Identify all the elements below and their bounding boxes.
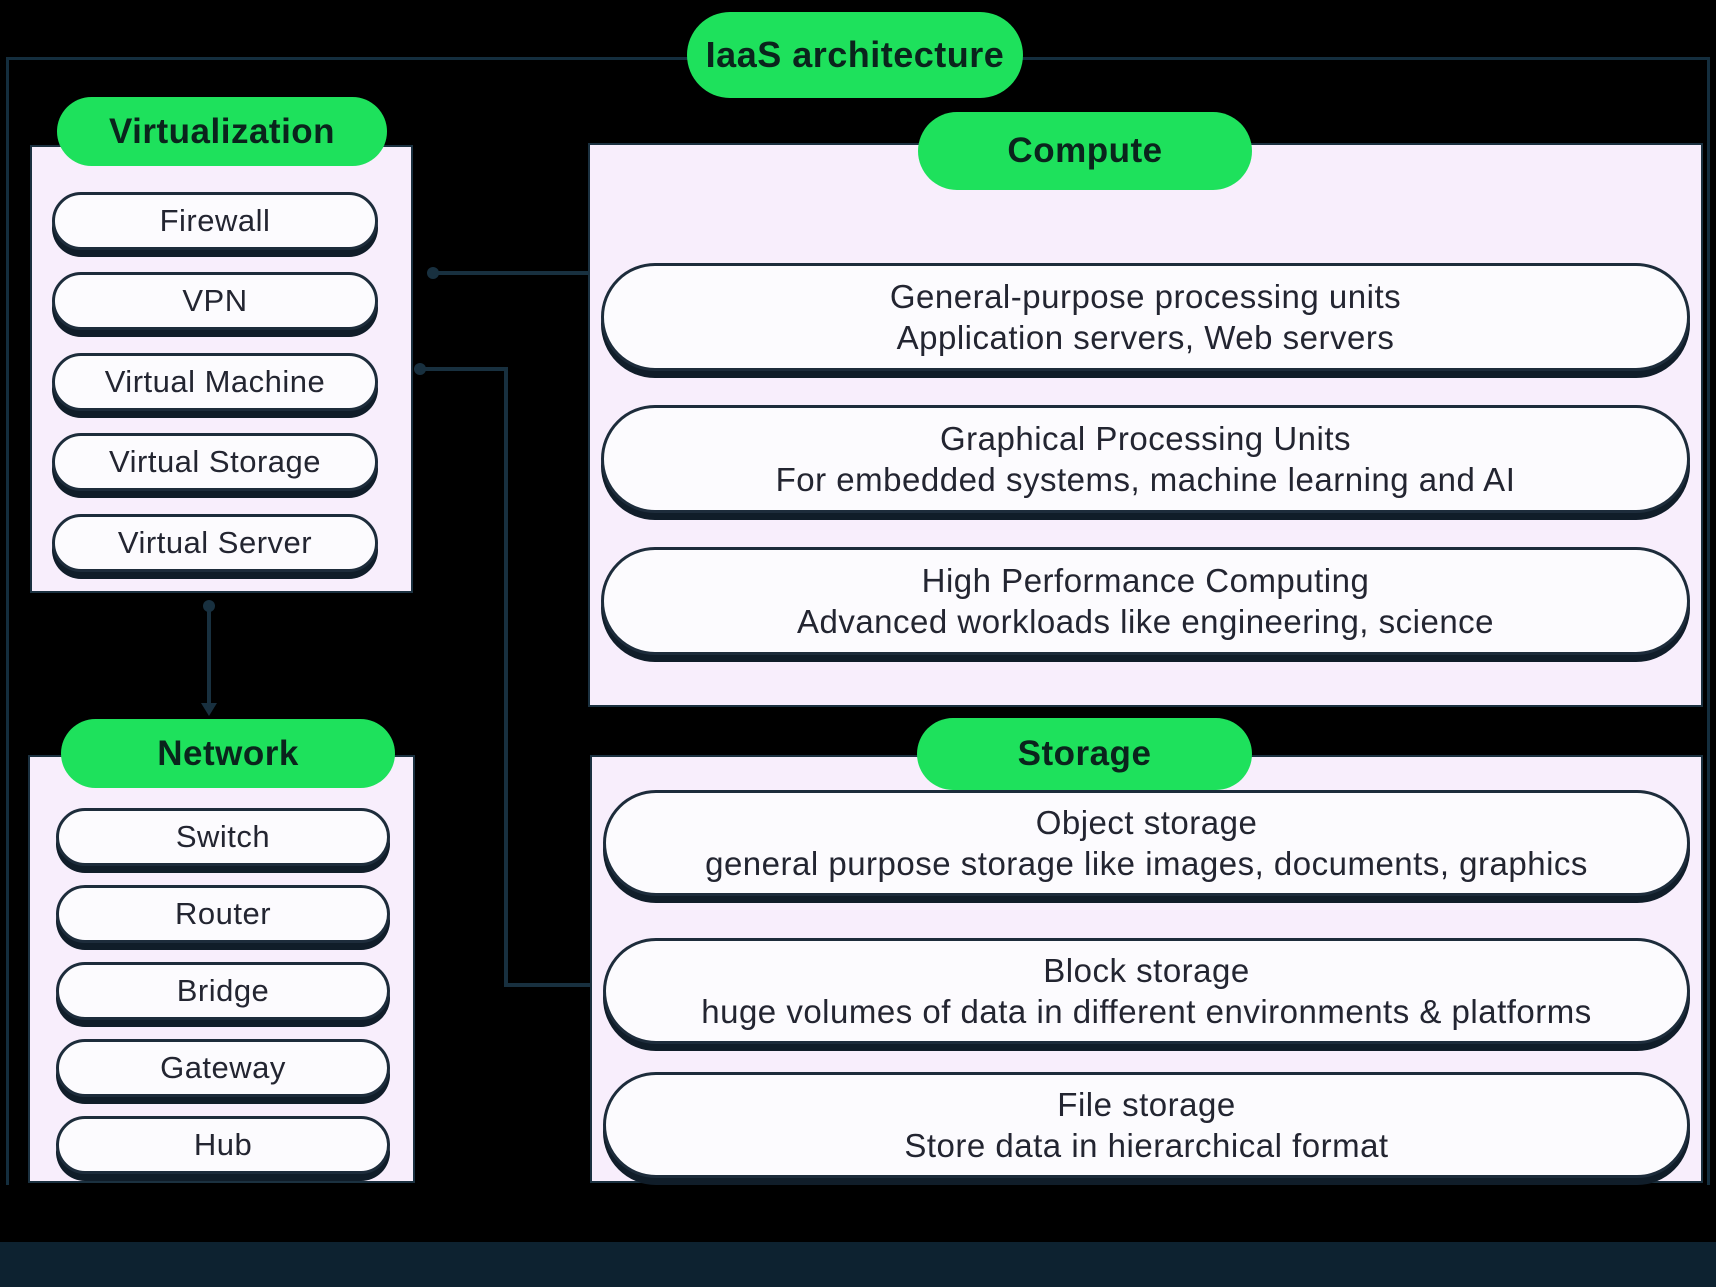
node-title: Object storage bbox=[1035, 804, 1258, 841]
edge-line bbox=[207, 610, 211, 705]
node-high-performance-computing: High Performance Computing Advanced work… bbox=[601, 547, 1690, 655]
node-firewall-text: Firewall bbox=[159, 203, 271, 238]
node-switch: Switch bbox=[56, 808, 390, 866]
node-switch-text: Switch bbox=[175, 819, 271, 854]
arrow-down-icon bbox=[201, 703, 217, 716]
node-desc: Advanced workloads like engineering, sci… bbox=[796, 603, 1495, 640]
node-virtual-server-text: Virtual Server bbox=[117, 525, 313, 560]
node-bridge-text: Bridge bbox=[176, 973, 270, 1008]
node-gateway: Gateway bbox=[56, 1039, 390, 1097]
compute-label-text: Compute bbox=[1007, 131, 1163, 170]
edge-line bbox=[504, 983, 590, 987]
node-desc: huge volumes of data in different enviro… bbox=[701, 993, 1592, 1030]
node-virtual-storage-text: Virtual Storage bbox=[109, 444, 321, 479]
node-gateway-text: Gateway bbox=[160, 1050, 286, 1085]
node-object-storage: Object storage general purpose storage l… bbox=[603, 790, 1690, 896]
node-title: File storage bbox=[1057, 1086, 1236, 1123]
node-title: Graphical Processing Units bbox=[940, 420, 1351, 457]
node-vpn: VPN bbox=[52, 272, 378, 330]
node-vpn-text: VPN bbox=[182, 283, 248, 318]
node-desc: Application servers, Web servers bbox=[896, 319, 1395, 356]
node-virtual-machine: Virtual Machine bbox=[52, 353, 378, 411]
network-label: Network bbox=[61, 719, 395, 788]
node-desc: For embedded systems, machine learning a… bbox=[775, 461, 1516, 498]
edge-line bbox=[420, 367, 508, 371]
node-title: Block storage bbox=[1043, 952, 1250, 989]
virtualization-label: Virtualization bbox=[57, 97, 387, 166]
node-graphical-processing-units: Graphical Processing Units For embedded … bbox=[601, 405, 1690, 513]
node-firewall: Firewall bbox=[52, 192, 378, 250]
node-bridge: Bridge bbox=[56, 962, 390, 1020]
node-file-storage: File storage Store data in hierarchical … bbox=[603, 1072, 1690, 1178]
edge-circle-marker bbox=[203, 600, 215, 612]
diagram-title: IaaS architecture bbox=[687, 12, 1023, 98]
storage-label: Storage bbox=[917, 718, 1252, 790]
node-virtual-server: Virtual Server bbox=[52, 514, 378, 572]
virtualization-label-text: Virtualization bbox=[108, 111, 336, 151]
node-general-purpose-processing: General-purpose processing units Applica… bbox=[601, 263, 1690, 371]
node-hub: Hub bbox=[56, 1116, 390, 1174]
node-title: General-purpose processing units bbox=[889, 278, 1402, 315]
diagram-title-text: IaaS architecture bbox=[705, 34, 1005, 75]
node-virtual-machine-text: Virtual Machine bbox=[104, 364, 326, 399]
storage-label-text: Storage bbox=[1017, 734, 1152, 773]
node-hub-text: Hub bbox=[193, 1127, 253, 1162]
node-title: High Performance Computing bbox=[921, 562, 1370, 599]
node-block-storage: Block storage huge volumes of data in di… bbox=[603, 938, 1690, 1044]
node-router: Router bbox=[56, 885, 390, 943]
node-desc: general purpose storage like images, doc… bbox=[705, 845, 1588, 882]
compute-label: Compute bbox=[918, 112, 1252, 190]
network-label-text: Network bbox=[157, 733, 299, 773]
node-virtual-storage: Virtual Storage bbox=[52, 433, 378, 491]
edge-line bbox=[433, 271, 588, 275]
node-desc: Store data in hierarchical format bbox=[904, 1127, 1389, 1164]
footer-strip bbox=[0, 1242, 1716, 1287]
node-router-text: Router bbox=[174, 896, 272, 931]
edge-line bbox=[504, 367, 508, 987]
